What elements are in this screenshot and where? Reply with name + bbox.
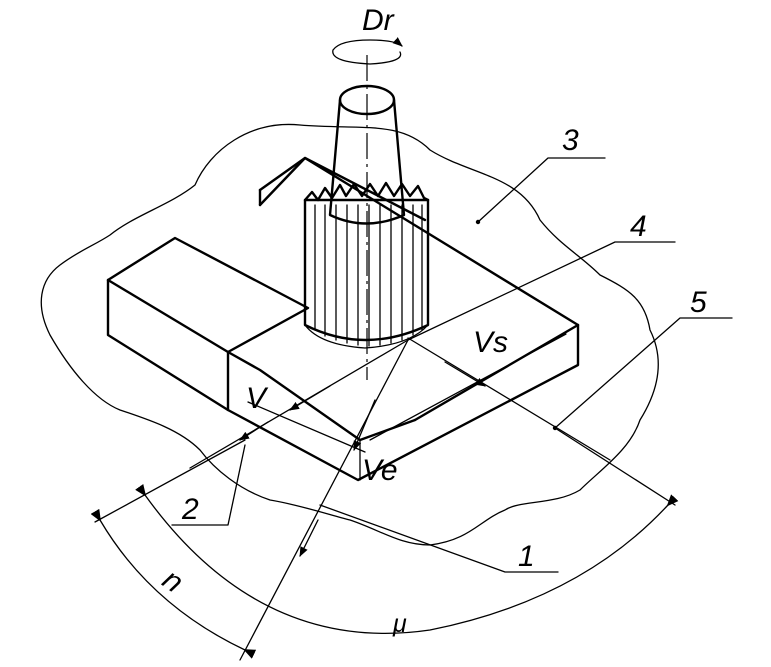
leader-1	[319, 504, 559, 573]
dim-ext-line-left	[94, 439, 246, 523]
label-ve: Ve	[362, 454, 398, 487]
angle-arc-mu	[135, 483, 679, 634]
label-dr: Dr	[362, 4, 395, 37]
leader-4	[407, 241, 676, 341]
v-arrow	[289, 385, 331, 411]
callout-5-dot	[552, 425, 558, 431]
gear-cutter	[303, 181, 430, 349]
callout-label-4: 4	[630, 210, 647, 243]
callout-label-1: 1	[518, 540, 535, 573]
angle-arc-n	[90, 508, 257, 659]
leader-5	[554, 317, 733, 429]
ve-arrow	[353, 399, 376, 451]
label-mu: μ	[392, 610, 407, 638]
vs-arrow	[444, 361, 486, 387]
rotation-arrow	[332, 37, 403, 65]
cutter-teeth-lines	[314, 204, 423, 347]
workpiece-block	[106, 156, 580, 482]
callout-label-5: 5	[690, 286, 707, 319]
vs-vector	[407, 337, 611, 461]
label-vs: Vs	[473, 326, 508, 359]
v-dim-arrow	[239, 421, 269, 441]
callout-label-2: 2	[181, 493, 199, 526]
ve-lower-arrow	[299, 519, 319, 557]
label-v: V	[246, 382, 269, 415]
label-n: n	[157, 563, 190, 600]
leader-2	[171, 444, 246, 526]
callout-label-3: 3	[562, 124, 579, 157]
callout-3-dot	[475, 219, 481, 225]
leader-3	[477, 157, 606, 223]
